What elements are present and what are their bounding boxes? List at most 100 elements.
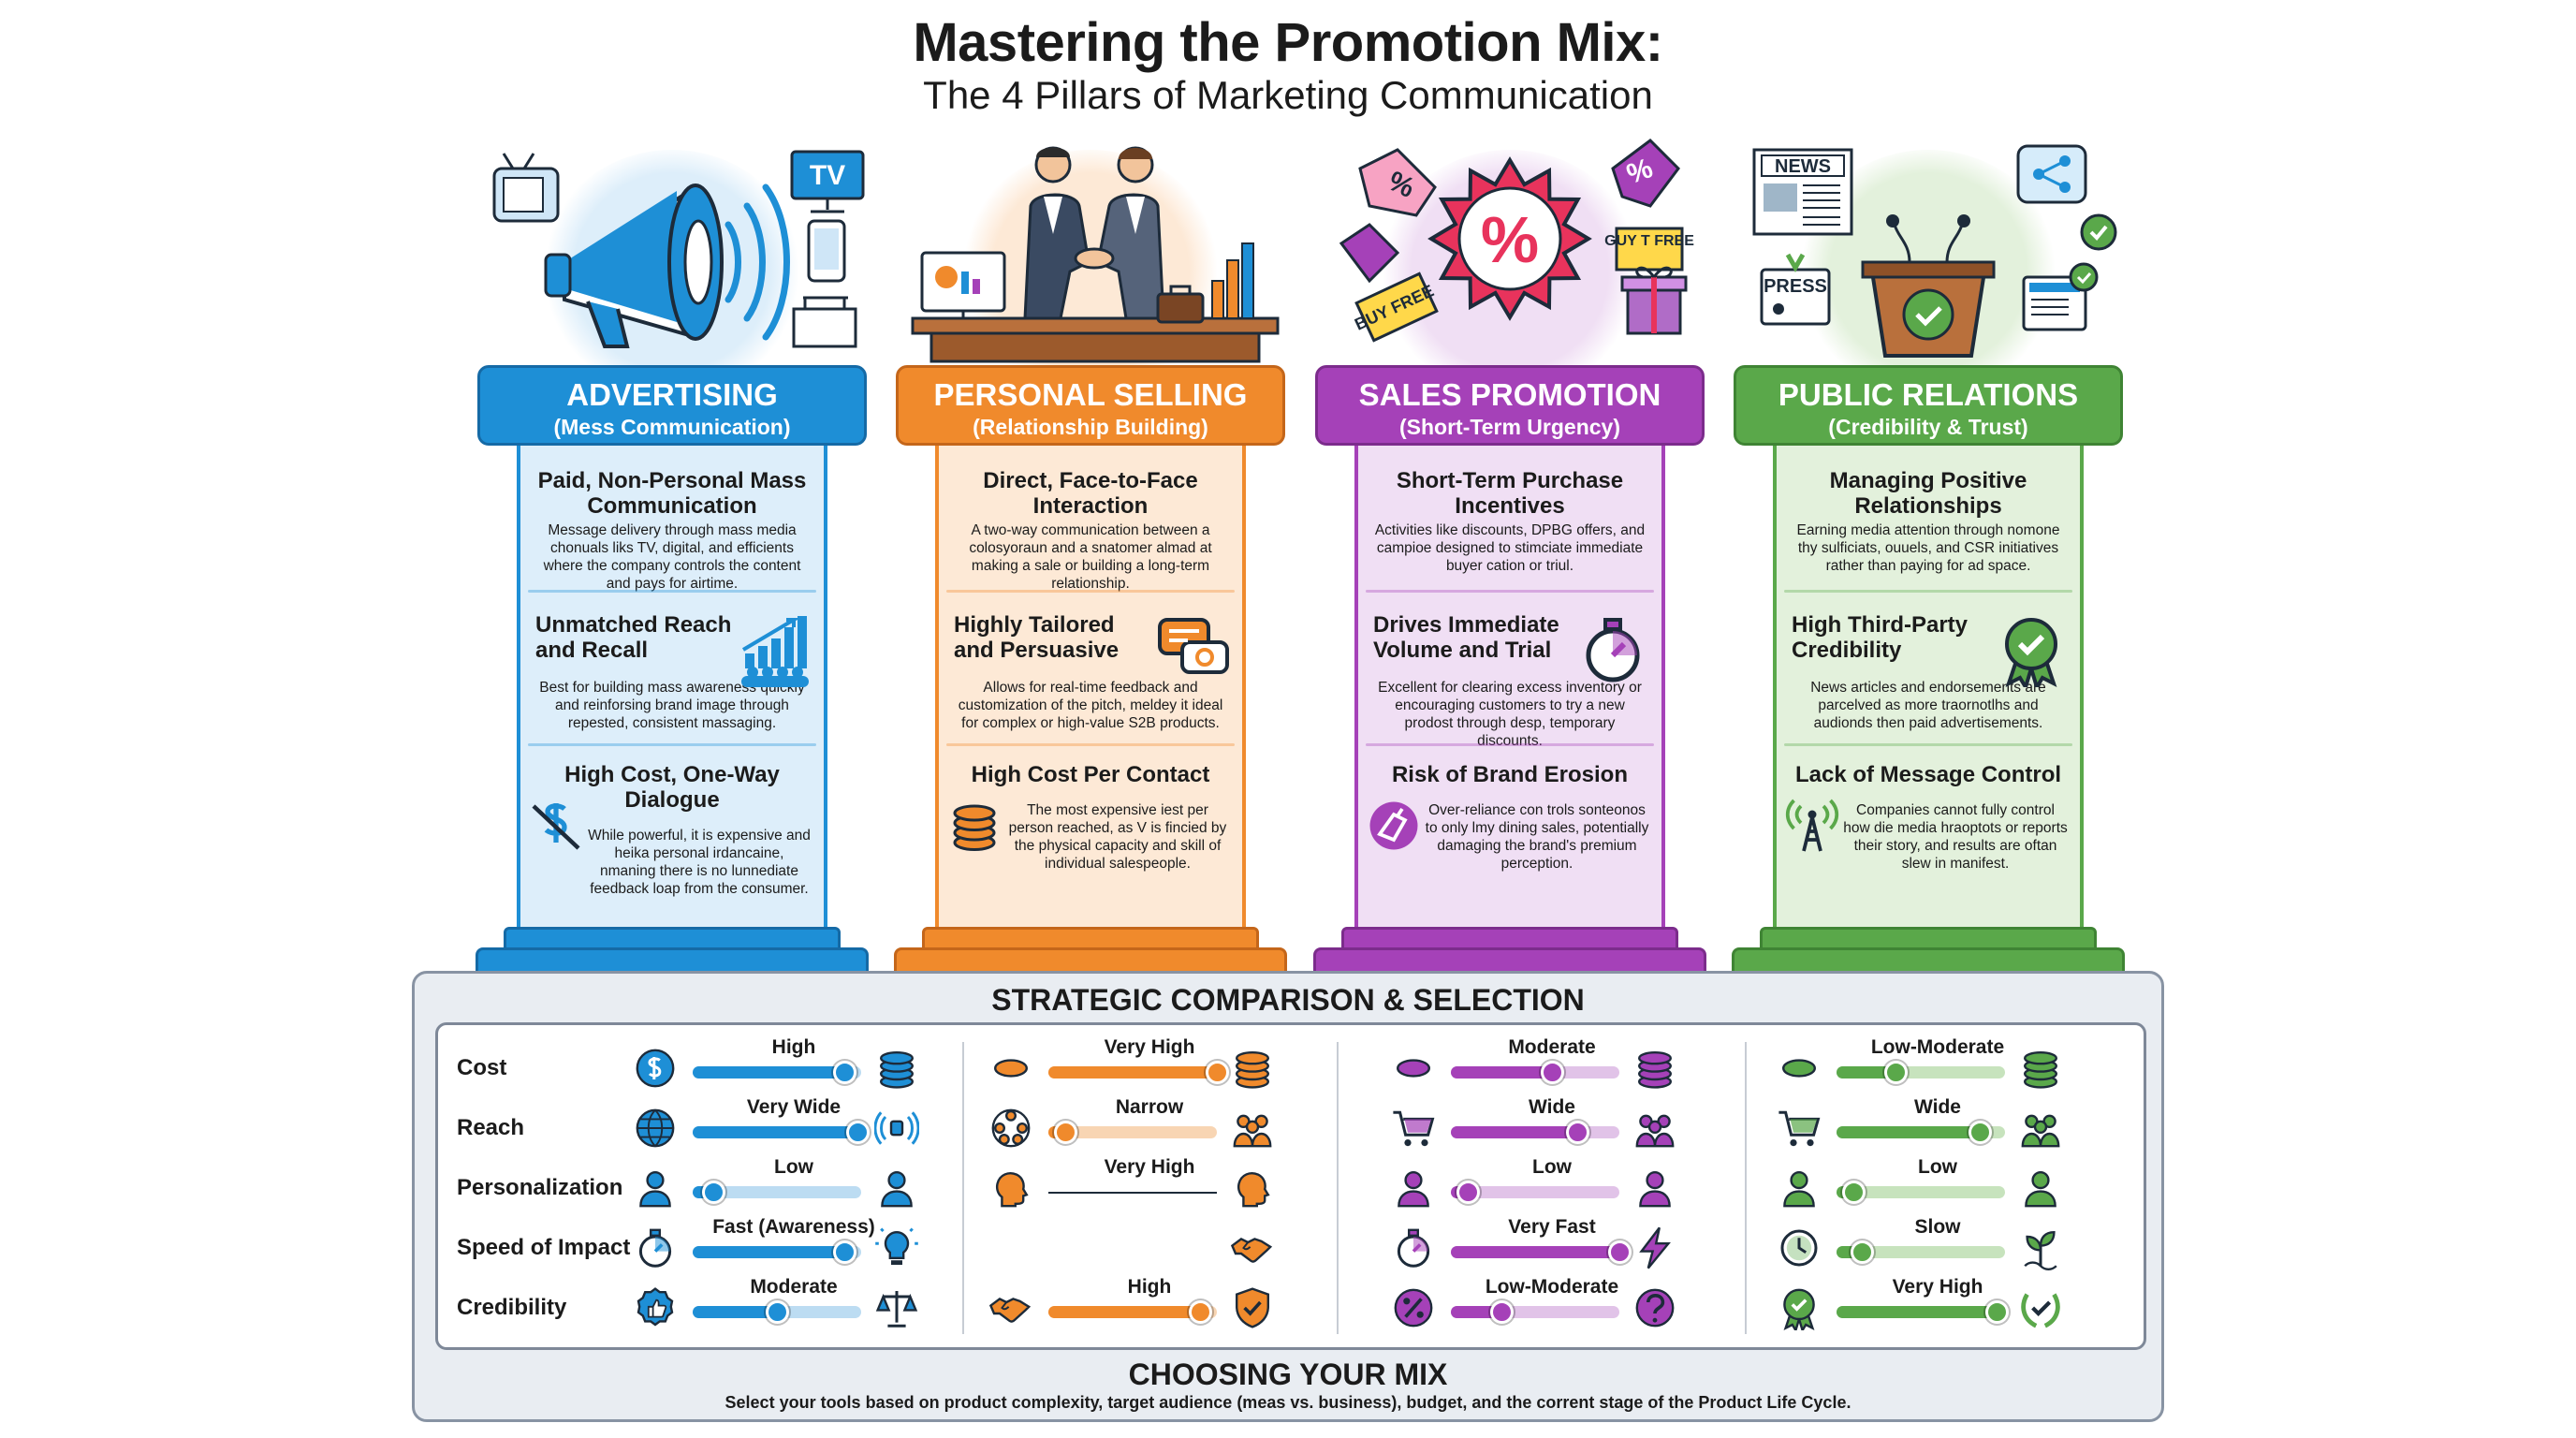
weakness-title: Risk of Brand Erosion (1391, 762, 1629, 787)
handshake-icon (1230, 1237, 1273, 1263)
metric-icon-right (1230, 1166, 1275, 1215)
metric-fill (1451, 1306, 1501, 1318)
pillar-base-upper (1341, 927, 1678, 951)
row-label-personalization: Personalization (457, 1175, 623, 1200)
group-icon (1635, 1114, 1675, 1148)
metric-knob (701, 1181, 725, 1204)
pillar-capital: PERSONAL SELLING(Relationship Building) (896, 365, 1285, 446)
metric-value: Wide (1914, 1096, 1961, 1118)
coin-stack-icon (953, 804, 996, 851)
percent-badge-icon (1394, 1288, 1433, 1328)
pillar-title: PUBLIC RELATIONS (1778, 377, 2079, 412)
metric-track (1837, 1181, 2005, 1204)
metric-icon-left (988, 1166, 1033, 1215)
pillar-subtitle: (Relationship Building) (973, 415, 1208, 439)
strength-title: Drives Immediate Volume and Trial (1373, 612, 1559, 663)
metric-knob (833, 1240, 856, 1264)
metric-icon-right (874, 1166, 919, 1215)
strength-text: Best for building mass awareness quickly… (539, 680, 805, 731)
pillar-title: SALES PROMOTION (1358, 377, 1661, 412)
metric-track (1451, 1300, 1619, 1324)
strength-icon-wrap (738, 612, 812, 692)
metric-knob (1541, 1061, 1564, 1084)
section-divider (1366, 590, 1654, 593)
metric-knob (1456, 1181, 1480, 1204)
metric-track (1048, 1121, 1217, 1144)
metric-icon-right (2018, 1046, 2063, 1095)
metric-knob (1490, 1300, 1514, 1324)
metric-value: Very High (1104, 1156, 1195, 1178)
metric-icon-left (1777, 1046, 1822, 1095)
coin-stack-icon (2024, 1051, 2057, 1089)
metric-fill (693, 1126, 858, 1138)
definition-text: Activities like discounts, DPBG offers, … (1374, 522, 1646, 574)
thumbs-up-badge-icon (637, 1287, 674, 1327)
comparison-title: STRATEGIC COMPARISON & SELECTION (991, 983, 1585, 1017)
metric-icon-left (633, 1166, 678, 1215)
weakness-icon-wrap (1784, 798, 1840, 858)
handshake-meeting-illustration (911, 146, 1280, 363)
strength-icon-wrap (1575, 612, 1650, 692)
metric-icon-left (1777, 1106, 1822, 1155)
metric-track (693, 1240, 861, 1264)
metric-value: Very Fast (1508, 1216, 1596, 1238)
weakness-text: Over-reliance con trols sonteonos to onl… (1425, 802, 1649, 872)
metric-icon-left (1391, 1225, 1436, 1275)
pillar-subtitle: (Mess Communication) (553, 415, 791, 439)
metric-knob (1851, 1240, 1874, 1264)
weakness-text: Companies cannot fully control how die m… (1843, 802, 2068, 872)
definition-text: Earning media attention through nomone t… (1796, 522, 2060, 574)
weakness-title: Lack of Message Control (1794, 762, 2062, 787)
coin-stack-icon (1236, 1051, 1269, 1089)
stopwatch-icon (1397, 1228, 1430, 1268)
metric-icon-right (1230, 1046, 1275, 1095)
coin-icon (1782, 1059, 1816, 1078)
shield-check-icon (1236, 1287, 1269, 1328)
svg-text:GUY T FREE: GUY T FREE (1604, 233, 1694, 249)
strength-icon-wrap (1156, 612, 1231, 692)
weakness-title: High Cost Per Contact (971, 762, 1210, 787)
metric-value: Very High (1104, 1036, 1195, 1058)
metric-fill (1451, 1126, 1577, 1138)
metric-value: High (1127, 1276, 1172, 1298)
metric-fill (693, 1066, 844, 1078)
metric-value: Fast (Awareness) (712, 1216, 875, 1238)
metric-fill (1837, 1126, 1980, 1138)
pillar-subtitle: (Short-Term Urgency) (1399, 415, 1620, 439)
pillar-subtitle: (Credibility & Trust) (1828, 415, 2028, 439)
metric-value: Low (1918, 1156, 1957, 1178)
metric-value: Low (774, 1156, 813, 1178)
metric-icon-right (1230, 1285, 1275, 1335)
metric-icon-left (988, 1106, 1033, 1155)
metric-track (693, 1121, 871, 1144)
svg-text:PRESS: PRESS (1764, 276, 1827, 297)
metric-icon-left (633, 1285, 678, 1335)
strength-text: Allows for real-time feedback and custom… (958, 680, 1223, 731)
section-divider (1784, 743, 2072, 746)
strength-title: Unmatched Reach and Recall (535, 612, 732, 663)
person-icon (639, 1171, 671, 1208)
metric-track (693, 1181, 861, 1204)
pillar-capital: SALES PROMOTION (Short-Term Urgency) (1315, 365, 1705, 446)
metric-icon-right (2018, 1106, 2063, 1155)
broken-tag-icon (1369, 801, 1418, 850)
pillar-capital: PUBLIC RELATIONS (Credibility & Trust) (1734, 365, 2123, 446)
definition-text: Message delivery through mass media chon… (543, 522, 801, 592)
metric-knob (1969, 1121, 1992, 1144)
metric-value: Very Wide (746, 1096, 842, 1118)
metric-icon-right (1632, 1285, 1677, 1335)
person-icon (1639, 1171, 1671, 1208)
metric-fill (1837, 1066, 1895, 1078)
lightbulb-icon (875, 1227, 918, 1265)
metric-value: Moderate (1508, 1036, 1596, 1058)
